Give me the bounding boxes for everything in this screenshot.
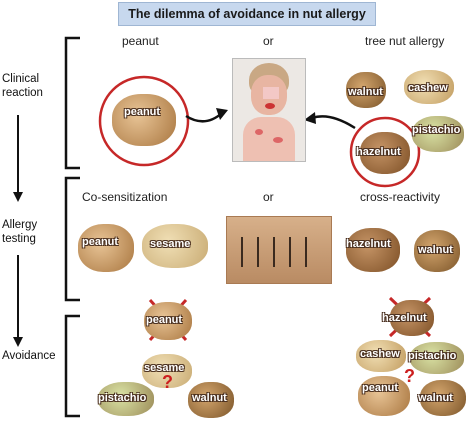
label-walnut-row2: walnut (418, 244, 453, 256)
peanut-image-row1 (112, 94, 176, 146)
child-face-mask (263, 87, 279, 99)
label-sesame-row3: sesame (144, 362, 185, 374)
child-lips (265, 103, 275, 109)
walnut-image-row2 (414, 230, 460, 272)
cashew-image-row3 (356, 340, 406, 372)
label-hazelnut-row2: hazelnut (346, 238, 391, 250)
arrow-hazelnut-to-child (311, 115, 356, 130)
diagram-title: The dilemma of avoidance in nut allergy (118, 2, 376, 26)
bracket-avoidance (64, 314, 80, 418)
label-pistachio-row1: pistachio (412, 124, 461, 136)
label-cashew-row1: cashew (408, 82, 448, 94)
label-hazelnut-row1: hazelnut (356, 146, 401, 158)
walnut-image-row3 (188, 382, 234, 418)
child-reaction-photo (232, 58, 306, 162)
arrow-head-1 (13, 192, 23, 202)
label-peanut-row3: peanut (146, 314, 183, 326)
hazelnut-image-row3 (390, 300, 434, 336)
bracket-testing (64, 176, 80, 302)
header-co-sensitization: Co-sensitization (82, 190, 168, 204)
walnut-image-row1 (346, 72, 386, 108)
peanut-image-row3-right (358, 376, 410, 416)
header-or-2: or (263, 190, 274, 204)
question-mark-right: ? (404, 366, 415, 386)
label-walnut-row3: walnut (192, 392, 227, 404)
row-label-avoidance: Avoidance (2, 350, 56, 362)
label-cashew-row3: cashew (360, 348, 400, 360)
label-pistachio-row3-right: pistachio (408, 350, 457, 362)
label-sesame-row2: sesame (150, 238, 191, 250)
label-peanut-row2: peanut (82, 236, 119, 248)
arrow-head-2 (13, 337, 23, 347)
sesame-image-row2 (142, 224, 208, 268)
header-cross-reactivity: cross-reactivity (360, 190, 441, 204)
header-tree-nut: tree nut allergy (365, 34, 445, 48)
hazelnut-highlight-circle (349, 116, 421, 188)
pistachio-image-row1 (412, 116, 464, 152)
pistachio-image-row3-right (410, 342, 464, 374)
row-label-clinical: Clinical reaction (2, 73, 43, 99)
label-walnut-row3-right: walnut (418, 392, 453, 404)
peanut-highlight-circle (98, 75, 190, 167)
walnut-image-row3-right (420, 380, 466, 416)
header-or-1: or (263, 34, 274, 48)
header-peanut: peanut (122, 34, 159, 48)
bracket-clinical (64, 36, 80, 170)
question-mark-left: ? (162, 372, 173, 392)
label-peanut-row3-right: peanut (362, 382, 399, 394)
skin-prick-test-photo (226, 216, 332, 284)
label-peanut-row1: peanut (124, 106, 161, 118)
row-label-testing: Allergy testing (2, 219, 38, 245)
sesame-image-row3 (142, 354, 192, 388)
cashew-image-row1 (404, 70, 454, 104)
hazelnut-image-row2 (346, 228, 400, 272)
peanut-image-row2 (78, 224, 134, 272)
label-hazelnut-row3: hazelnut (382, 312, 427, 324)
label-pistachio-row3: pistachio (98, 392, 147, 404)
pistachio-image-row3 (98, 382, 154, 416)
peanut-image-row3 (144, 302, 192, 340)
label-walnut-row1: walnut (348, 86, 383, 98)
child-body (243, 117, 295, 161)
hazelnut-image-row1 (360, 132, 410, 174)
arrow-peanut-to-child (185, 112, 223, 123)
